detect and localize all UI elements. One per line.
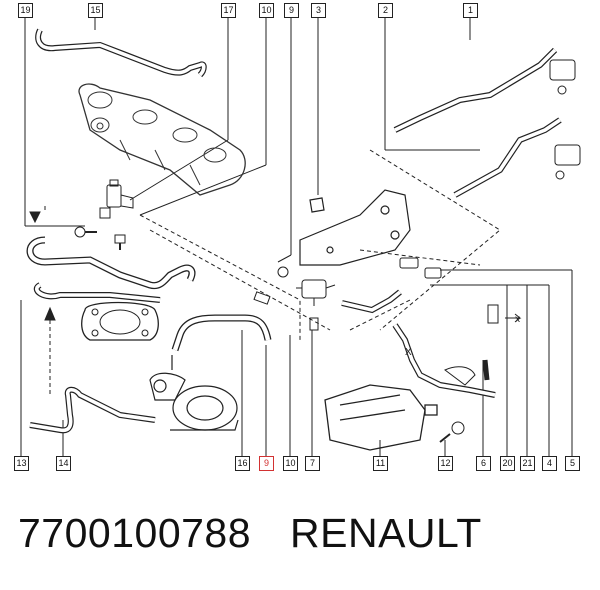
callout-12: 12 [438, 456, 453, 471]
intake-manifold [78, 83, 246, 196]
throttle-gasket [81, 301, 159, 341]
clip-3 [309, 197, 325, 213]
arrow-down [29, 211, 41, 224]
callout-10-bottom: 10 [283, 456, 298, 471]
callout-7: 7 [305, 456, 320, 471]
part-number: 7700100788 [18, 510, 252, 556]
brand-name: RENAULT [290, 510, 482, 556]
dashed-line-b [149, 229, 331, 331]
fittings-right [399, 59, 581, 324]
canister-11 [324, 384, 438, 451]
dashed-line-c [369, 149, 501, 331]
callout-14: 14 [56, 456, 71, 471]
bracket-assembly [299, 189, 411, 266]
callout-2: 2 [378, 3, 393, 18]
callout-6: 6 [476, 456, 491, 471]
screw-12 [439, 421, 465, 443]
callout-17: 17 [221, 3, 236, 18]
callout-1: 1 [463, 3, 478, 18]
arrow-up [44, 306, 56, 321]
callout-9-highlighted: 9 [259, 456, 274, 471]
footer: 7700100788 RENAULT [0, 510, 600, 570]
callout-20: 20 [500, 456, 515, 471]
callout-19: 19 [18, 3, 33, 18]
callout-11: 11 [373, 456, 388, 471]
throttle-body [149, 355, 239, 431]
callout-21: 21 [520, 456, 535, 471]
solenoid-valve-lower [277, 266, 336, 331]
screw-18 [74, 226, 97, 238]
callout-4: 4 [542, 456, 557, 471]
label-x-left: X [405, 347, 412, 358]
callout-16: 16 [235, 456, 250, 471]
callout-10-top: 10 [259, 3, 274, 18]
label-x-right: x [515, 314, 520, 325]
callout-5: 5 [565, 456, 580, 471]
callout-13: 13 [14, 456, 29, 471]
screw-left-2 [114, 234, 126, 250]
callout-15: 15 [88, 3, 103, 18]
hose-14 [29, 386, 156, 434]
dashed-line-d [359, 249, 481, 266]
callout-3: 3 [311, 3, 326, 18]
parts-diagram: X x [20, 15, 581, 457]
callout-9-top: 9 [284, 3, 299, 18]
solenoid-valve-top [99, 179, 134, 219]
